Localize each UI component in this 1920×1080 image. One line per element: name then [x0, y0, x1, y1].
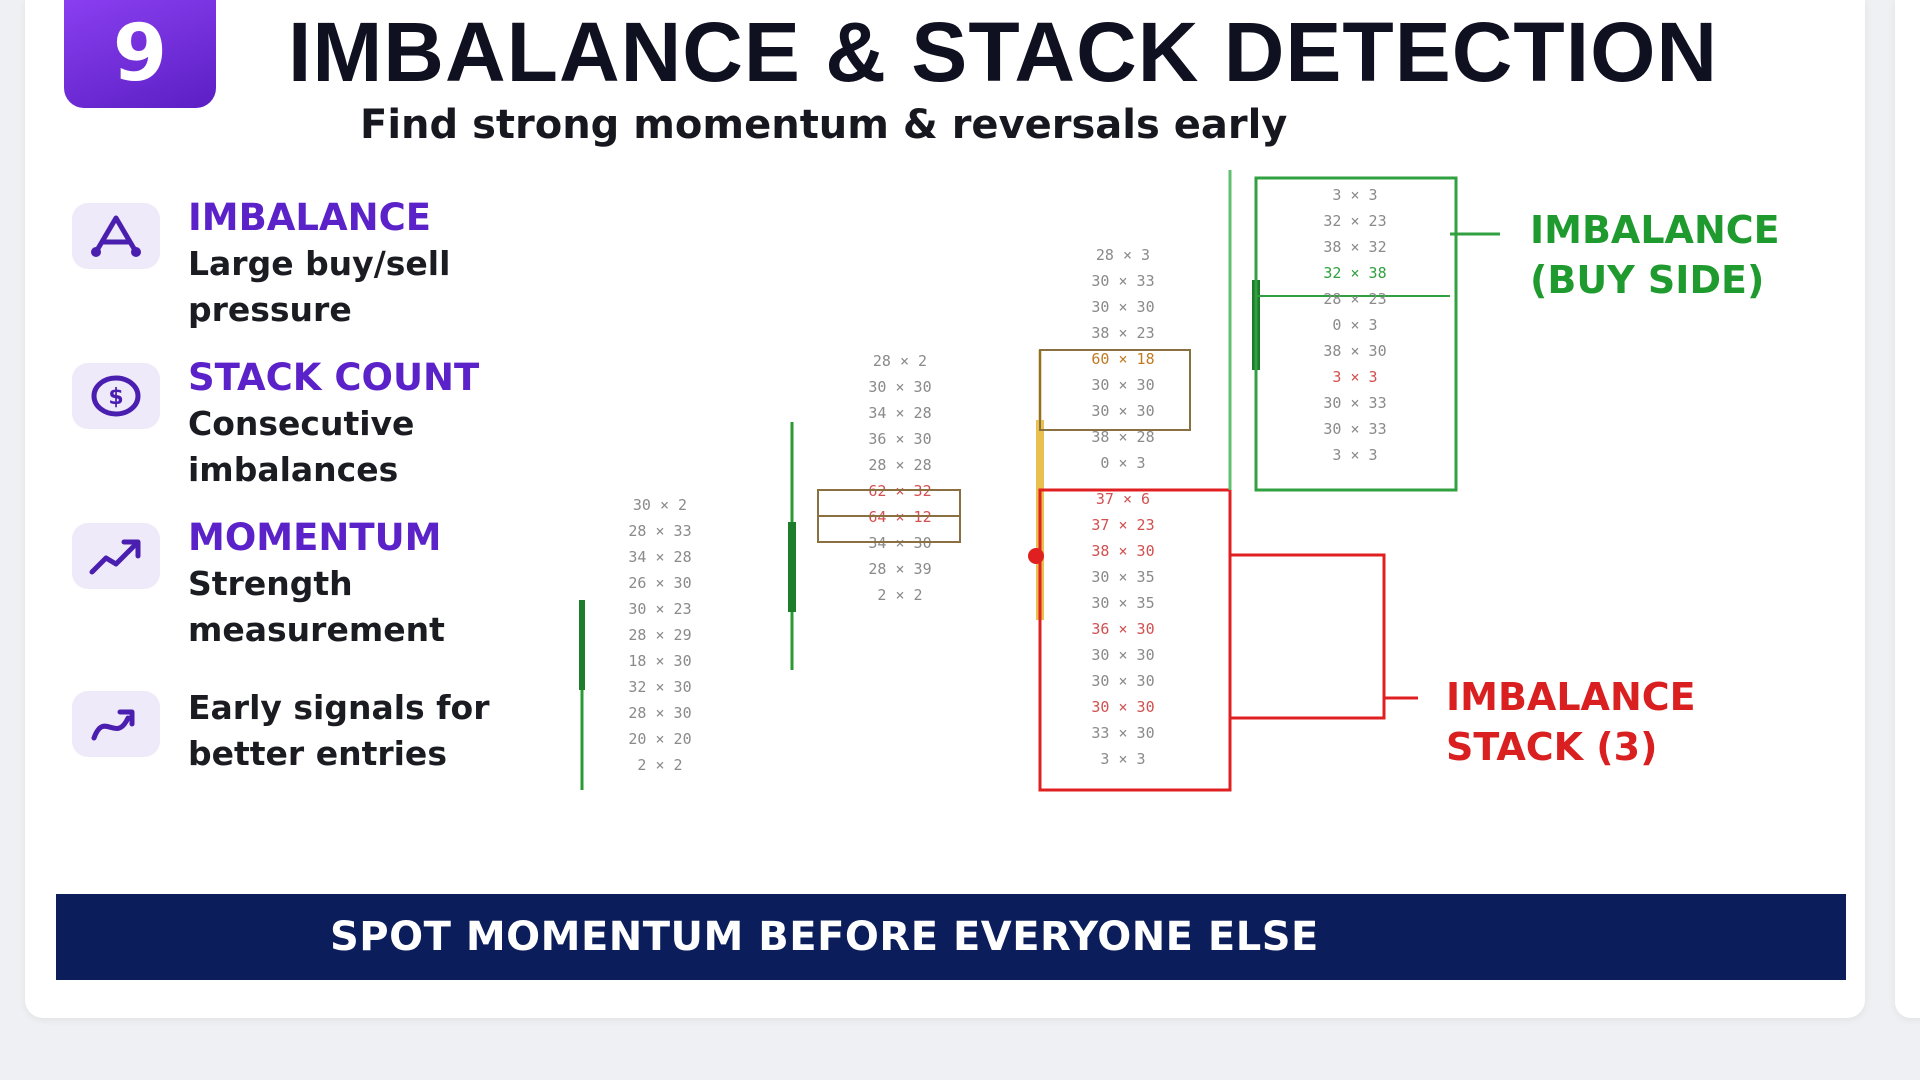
svg-text:60 × 18: 60 × 18	[1091, 350, 1154, 368]
feature-desc: Early signals for better entries	[188, 688, 490, 773]
candle-body	[788, 522, 796, 612]
svg-text:38 × 30: 38 × 30	[1323, 342, 1386, 360]
footprint-column: 30 × 2 28 × 33 34 × 28 26 × 30 30 × 23 28 × …	[628, 496, 691, 774]
svg-text:38 × 28: 38 × 28	[1091, 428, 1154, 446]
svg-text:37 × 23: 37 × 23	[1091, 516, 1154, 534]
svg-text:3 × 3: 3 × 3	[1332, 368, 1377, 386]
feature-desc: Consecutive imbalances	[188, 404, 415, 489]
footprint-chart: 30 × 2 28 × 33 34 × 28 26 × 30 30 × 23 28 × …	[579, 170, 1500, 792]
svg-text:30 × 30: 30 × 30	[1091, 376, 1154, 394]
svg-text:3 × 3: 3 × 3	[1332, 446, 1377, 464]
svg-text:28 × 2: 28 × 2	[873, 352, 927, 370]
svg-text:38 × 30: 38 × 30	[1091, 542, 1154, 560]
svg-text:30 × 23: 30 × 23	[628, 600, 691, 618]
svg-text:38 × 23: 38 × 23	[1091, 324, 1154, 342]
candle-body	[579, 600, 585, 690]
svg-text:30 × 30: 30 × 30	[868, 378, 931, 396]
footprint-column: 28 × 3 30 × 33 30 × 30 38 × 23 60 × 18 30 ×…	[1091, 246, 1154, 768]
svg-text:30 × 30: 30 × 30	[1091, 646, 1154, 664]
feature-title: MOMENTUM	[188, 516, 442, 559]
svg-text:20 × 20: 20 × 20	[628, 730, 691, 748]
svg-text:37 × 6: 37 × 6	[1096, 490, 1150, 508]
banner-text: SPOT MOMENTUM BEFORE EVERYONE ELSE	[330, 914, 1319, 960]
svg-text:36 × 30: 36 × 30	[1091, 620, 1154, 638]
svg-text:30 × 35: 30 × 35	[1091, 594, 1154, 612]
trend-up-icon	[72, 523, 160, 589]
svg-text:30 × 33: 30 × 33	[1323, 420, 1386, 438]
highlight-box	[1039, 349, 1191, 431]
signal-dot	[1028, 548, 1044, 564]
svg-text:3 × 3: 3 × 3	[1100, 750, 1145, 768]
svg-text:0 × 3: 0 × 3	[1332, 316, 1377, 334]
svg-text:30 × 35: 30 × 35	[1091, 568, 1154, 586]
svg-text:18 × 30: 18 × 30	[628, 652, 691, 670]
buy-imbalance-label: IMBALANCE (BUY SIDE)	[1530, 208, 1780, 302]
footprint-column: 3 × 3 32 × 23 38 × 32 32 × 38 28 × 23 0 × 3…	[1323, 186, 1386, 464]
page-subtitle: Find strong momentum & reversals early	[360, 102, 1288, 148]
svg-text:30 × 2: 30 × 2	[633, 496, 687, 514]
svg-text:32 × 38: 32 × 38	[1323, 264, 1386, 282]
sell-stack-box	[1038, 488, 1232, 792]
next-card-edge	[1895, 0, 1920, 1018]
svg-text:28 × 33: 28 × 33	[628, 522, 691, 540]
svg-text:0 × 3: 0 × 3	[1100, 454, 1145, 472]
page-title: IMBALANCE & STACK DETECTION	[288, 5, 1719, 99]
svg-text:30 × 30: 30 × 30	[1091, 672, 1154, 690]
cta-banner: SPOT MOMENTUM BEFORE EVERYONE ELSE	[56, 894, 1846, 980]
svg-text:32 × 30: 32 × 30	[628, 678, 691, 696]
svg-text:30 × 33: 30 × 33	[1323, 394, 1386, 412]
signal-arrow-icon	[72, 691, 160, 757]
svg-text:36 × 30: 36 × 30	[868, 430, 931, 448]
svg-text:30 × 30: 30 × 30	[1091, 698, 1154, 716]
svg-text:28 × 28: 28 × 28	[868, 456, 931, 474]
feature-desc: Strength measurement	[188, 564, 445, 649]
scale-icon	[72, 203, 160, 269]
svg-text:38 × 32: 38 × 32	[1323, 238, 1386, 256]
svg-text:28 × 3: 28 × 3	[1096, 246, 1150, 264]
svg-text:30 × 30: 30 × 30	[1091, 402, 1154, 420]
svg-text:28 × 39: 28 × 39	[868, 560, 931, 578]
stack-imbalance-label: IMBALANCE STACK (3)	[1446, 675, 1696, 769]
svg-text:$: $	[108, 385, 123, 410]
buy-imbalance-box	[1254, 176, 1458, 492]
svg-text:30 × 30: 30 × 30	[1091, 298, 1154, 316]
svg-text:34 × 28: 34 × 28	[628, 548, 691, 566]
svg-text:28 × 23: 28 × 23	[1323, 290, 1386, 308]
feature-title: STACK COUNT	[188, 356, 480, 399]
stack-bracket	[1230, 553, 1386, 720]
svg-text:2 × 2: 2 × 2	[637, 756, 682, 774]
coin-stack-icon: $	[72, 363, 160, 429]
svg-text:28 × 29: 28 × 29	[628, 626, 691, 644]
step-number-badge: 9	[64, 0, 216, 108]
feature-title: IMBALANCE	[188, 196, 432, 239]
svg-text:3 × 3: 3 × 3	[1332, 186, 1377, 204]
svg-text:30 × 33: 30 × 33	[1091, 272, 1154, 290]
svg-text:2 × 2: 2 × 2	[877, 586, 922, 604]
svg-text:33 × 30: 33 × 30	[1091, 724, 1154, 742]
svg-text:32 × 23: 32 × 23	[1323, 212, 1386, 230]
svg-text:26 × 30: 26 × 30	[628, 574, 691, 592]
feature-desc: Large buy/sell pressure	[188, 244, 451, 329]
infographic-card	[25, 0, 1865, 1018]
svg-text:28 × 30: 28 × 30	[628, 704, 691, 722]
svg-text:34 × 28: 34 × 28	[868, 404, 931, 422]
